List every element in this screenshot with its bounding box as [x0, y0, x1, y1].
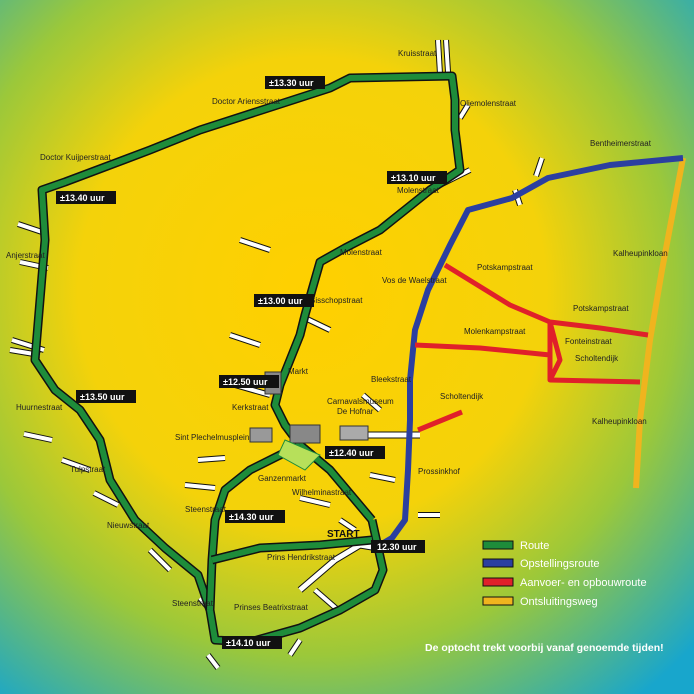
street-steenstraat-2: Steenstraat — [172, 599, 214, 608]
street-molenstraat-1: Molenstraat — [397, 186, 440, 195]
legend-swatch-aanvoer — [482, 577, 514, 587]
legend: Route Opstellingsroute Aanvoer- en opbou… — [482, 540, 647, 608]
legend-label-route: Route — [520, 540, 549, 552]
street-molenkampstraat: Molenkampstraat — [464, 327, 526, 336]
footnote: De optocht trekt voorbij vanaf genoemde … — [425, 642, 664, 654]
time-marker: ±13.40 uur — [60, 193, 105, 203]
legend-label-aanvoer: Aanvoer- en opbouwroute — [520, 577, 647, 589]
time-marker: ±13.30 uur — [269, 78, 314, 88]
ontsluitingsweg-route — [633, 157, 686, 489]
street-kerkstraat: Kerkstraat — [232, 403, 269, 412]
street-tulpstraat: Tulpstraat — [70, 465, 106, 474]
street-prins-hendrikstraat: Prins Hendrikstraat — [267, 553, 336, 562]
time-marker: ±13.50 uur — [80, 392, 125, 402]
time-marker: ±13.00 uur — [258, 296, 303, 306]
street-doctor-kuijperstraat: Doctor Kuijperstraat — [40, 153, 111, 162]
time-marker: ±12.40 uur — [329, 448, 374, 458]
street-bisschopstraat: Bisschopstraat — [310, 296, 363, 305]
main-route — [30, 71, 465, 647]
street-de-hofnar: De Hofnar — [337, 407, 374, 416]
street-bentheimerstraat: Bentheimerstraat — [590, 139, 652, 148]
street-potskampstraat-1: Potskampstraat — [477, 263, 533, 272]
street-kalheupinkloan-1: Kalheupinkloan — [613, 249, 668, 258]
street-prossinkhof: Prossinkhof — [418, 467, 461, 476]
legend-label-opstellingsroute: Opstellingsroute — [520, 558, 600, 570]
time-marker: ±14.30 uur — [229, 512, 274, 522]
street-carnavalsmuseum: Carnavalsmuseum — [327, 397, 394, 406]
street-labels: Kruisstraat Oliemolenstraat Doctor Arien… — [6, 49, 668, 612]
start-label: START — [327, 529, 360, 540]
time-marker: ±13.10 uur — [391, 173, 436, 183]
street-anjerstraat: Anjerstraat — [6, 251, 45, 260]
street-ganzenmarkt: Ganzenmarkt — [258, 474, 307, 483]
street-vos-de-waelstraat: Vos de Waelstraat — [382, 276, 447, 285]
street-prinses-beatrixstraat: Prinses Beatrixstraat — [234, 603, 309, 612]
legend-swatch-route — [482, 540, 514, 550]
street-molenstraat-2: Molenstraat — [340, 248, 383, 257]
street-doctor-ariensstraat: Doctor Ariensstraat — [212, 97, 281, 106]
street-huurnestraat: Huurnestraat — [16, 403, 63, 412]
time-marker: ±12.50 uur — [223, 377, 268, 387]
street-sint-plechelmusplein: Sint Plechelmusplein — [175, 433, 249, 442]
street-fonteinstraat: Fonteinstraat — [565, 337, 612, 346]
time-markers: ±13.30 uur ±13.10 uur ±13.40 uur ±13.00 … — [56, 76, 447, 649]
legend-swatch-ontsluitingsweg — [482, 596, 514, 606]
street-markt: Markt — [288, 367, 309, 376]
street-kalheupinkloan-2: Kalheupinkloan — [592, 417, 647, 426]
street-kruisstraat: Kruisstraat — [398, 49, 437, 58]
time-marker: 12.30 uur — [377, 542, 417, 552]
street-wilhelminastraat: Wilhelminastraat — [292, 488, 352, 497]
street-steenstraat-1: Steenstraat — [185, 505, 227, 514]
aanvoer-route — [414, 262, 649, 433]
street-potskampstraat-2: Potskampstraat — [573, 304, 629, 313]
street-scholtendijk-2: Scholtendijk — [440, 392, 484, 401]
street-scholtendijk-1: Scholtendijk — [575, 354, 619, 363]
opstellingsroute-route — [373, 155, 684, 551]
street-oliemolenstraat: Oliemolenstraat — [460, 99, 517, 108]
street-bleekstraat: Bleekstraat — [371, 375, 412, 384]
legend-label-ontsluitingsweg: Ontsluitingsweg — [520, 596, 598, 608]
time-marker: ±14.10 uur — [226, 638, 271, 648]
legend-swatch-opstellingsroute — [482, 558, 514, 568]
street-nieuwstraat: Nieuwstraat — [107, 521, 150, 530]
